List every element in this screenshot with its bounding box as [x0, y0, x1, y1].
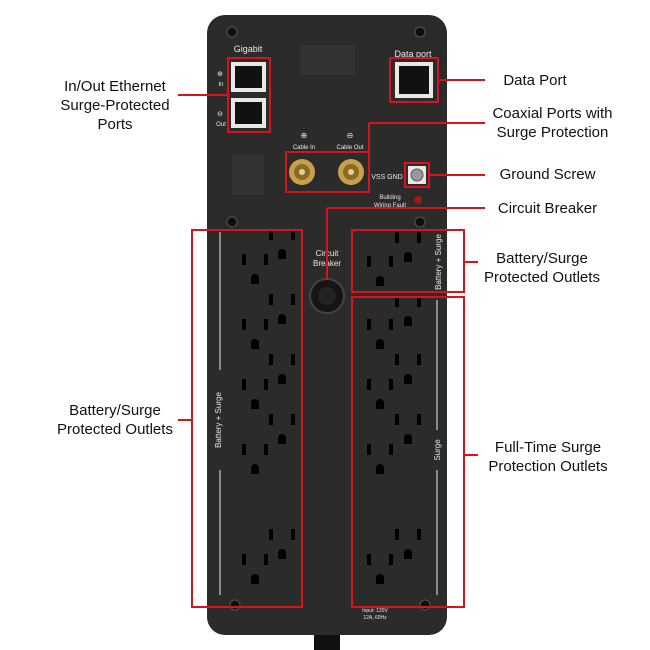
callout-ethernet-line1: In/Out Ethernet: [64, 78, 166, 95]
cable-in-arrow-icon: ⊕: [301, 131, 308, 140]
callout-surge-right-line1: Full-Time Surge: [494, 439, 602, 456]
outlet-right-surge-1: [367, 319, 393, 349]
battery-surge-left-label: Battery + Surge: [214, 392, 223, 448]
callout-surge-right: Full-Time Surge Protection Outlets: [478, 438, 618, 476]
surge-right-label: Surge: [433, 439, 442, 461]
cable-in-label: Cable In: [293, 145, 315, 151]
device-case: [207, 15, 447, 635]
callout-ethernet-line3: Ports: [97, 116, 133, 133]
ground-screw: [408, 166, 426, 184]
out-label: Out: [216, 122, 226, 128]
outlet-right-surge-5: [367, 444, 393, 474]
outlet-left-6: [269, 354, 295, 384]
callout-ground-line1: Ground Screw: [499, 166, 596, 183]
outlet-right-surge-6: [395, 414, 421, 444]
callout-ground: Ground Screw: [485, 165, 610, 184]
outlet-right-battery-1: [367, 256, 393, 286]
in-label: In: [218, 82, 223, 88]
in-arrow-icon: ⊕: [217, 71, 223, 78]
fault-indicator-led: [414, 196, 422, 204]
callout-battery-left-line1: Battery/Surge: [69, 402, 161, 419]
coax-port-out: [338, 159, 364, 185]
outlets-group: [242, 229, 421, 584]
outlet-left-5: [242, 379, 268, 409]
data-port-label: Data port: [394, 49, 432, 59]
circuit-breaker: [309, 278, 345, 314]
outlet-left-7: [242, 444, 268, 474]
outlet-right-battery-2: [395, 232, 421, 262]
callout-ethernet: In/Out Ethernet Surge-Protected Ports: [45, 77, 185, 134]
callout-data-port-line1: Data Port: [503, 72, 567, 89]
callout-breaker-line1: Circuit Breaker: [497, 200, 598, 217]
callout-breaker: Circuit Breaker: [485, 199, 610, 218]
callout-coaxial-line2: Surge Protection: [496, 124, 609, 141]
battery-surge-right-label: Battery + Surge: [434, 234, 443, 290]
outlet-right-surge-7: [367, 554, 393, 584]
outlet-left-4: [269, 294, 295, 324]
vss-gnd-label: VSS GND: [371, 174, 403, 181]
outlet-left-1: [242, 254, 268, 284]
callout-battery-left: Battery/Surge Protected Outlets: [45, 401, 185, 439]
cable-out-label: Cable Out: [336, 145, 363, 151]
outlet-right-surge-3: [367, 379, 393, 409]
callout-battery-left-line2: Protected Outlets: [57, 421, 173, 438]
callout-battery-right: Battery/Surge Protected Outlets: [472, 249, 612, 287]
outlet-left-2: [269, 229, 295, 259]
outlet-right-surge-8: [395, 529, 421, 559]
callout-surge-right-line2: Protection Outlets: [488, 458, 608, 475]
ethernet-port-in: [231, 62, 266, 92]
data-port: [395, 62, 433, 98]
callout-coaxial-line1: Coaxial Ports with: [492, 105, 613, 122]
coax-port-in: [289, 159, 315, 185]
callout-data-port: Data Port: [485, 71, 585, 90]
callout-battery-right-line2: Protected Outlets: [484, 269, 600, 286]
outlet-right-surge-2: [395, 296, 421, 326]
leader-lines: [178, 79, 485, 456]
outlet-left-10: [269, 529, 295, 559]
outlet-left-3: [242, 319, 268, 349]
gigabit-label: Gigabit: [234, 44, 263, 54]
outlet-left-9: [242, 554, 268, 584]
callout-coaxial: Coaxial Ports with Surge Protection: [485, 104, 620, 142]
rating-label-1: Input: 120V: [362, 608, 388, 614]
ethernet-port-out: [231, 98, 266, 128]
building-label: Building: [379, 195, 400, 201]
outlet-right-surge-4: [395, 354, 421, 384]
wiring-fault-label: Wiring Fault: [374, 203, 406, 209]
rating-label-2: 12A, 60Hz: [363, 615, 387, 621]
outlet-left-8: [269, 414, 295, 444]
out-arrow-icon: ⊖: [217, 111, 223, 118]
callout-battery-right-line1: Battery/Surge: [496, 250, 588, 267]
callout-ethernet-line2: Surge-Protected: [60, 97, 170, 114]
cable-out-arrow-icon: ⊖: [347, 131, 354, 140]
